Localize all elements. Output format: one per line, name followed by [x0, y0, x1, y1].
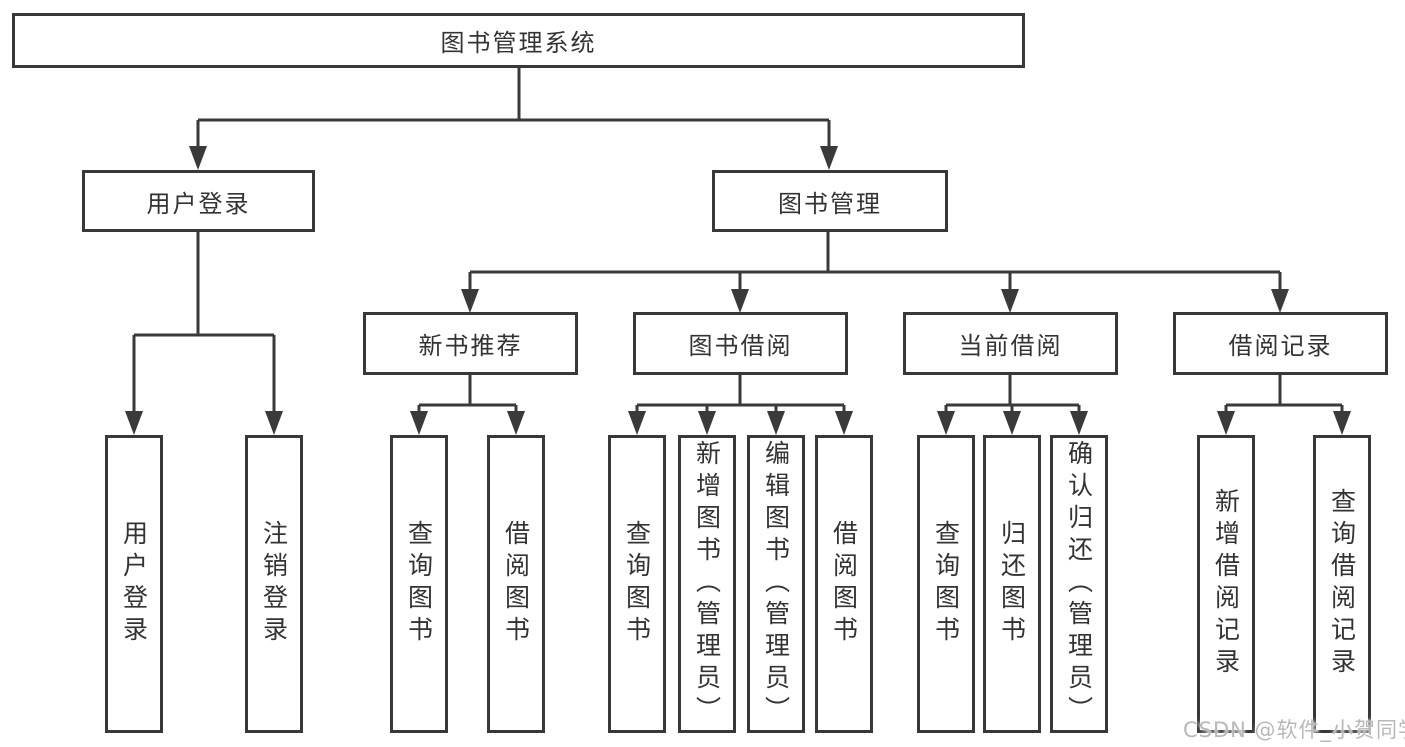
connector-user-login-to-leaves: [132, 232, 276, 415]
connector-root-to-level2: [196, 66, 831, 150]
leaf-query-books-borrow-label: 查询图书: [622, 520, 652, 648]
arrow-down-icon: [189, 146, 207, 170]
leaf-user-login: 用户登录: [105, 435, 163, 733]
leaf-add-borrow-record: 新增借阅记录: [1197, 435, 1255, 733]
node-user-login: 用户登录: [82, 170, 315, 232]
leaf-add-borrow-record-label: 新增借阅记录: [1211, 488, 1241, 680]
leaf-logout-login: 注销登录: [245, 435, 303, 733]
leaf-query-books-recommend-label: 查询图书: [404, 520, 434, 648]
leaf-logout-login-label: 注销登录: [259, 520, 289, 648]
arrow-down-icon: [937, 411, 955, 435]
node-book-borrow-label: 图书借阅: [688, 332, 793, 360]
arrow-down-icon: [507, 411, 525, 435]
leaf-borrow-books-recommend-label: 借阅图书: [501, 520, 531, 648]
leaf-edit-book-admin-label: 编辑图书（管理员）: [761, 440, 791, 728]
connector-recommend-to-leaves: [417, 375, 518, 415]
leaf-edit-book-admin: 编辑图书（管理员）: [747, 435, 805, 733]
arrow-down-icon: [1217, 411, 1235, 435]
leaf-add-book-admin: 新增图书（管理员）: [678, 435, 736, 733]
arrow-down-icon: [265, 411, 283, 435]
connector-current-to-leaves: [944, 375, 1081, 415]
node-new-book-recommend: 新书推荐: [363, 312, 578, 375]
arrow-down-icon: [1271, 289, 1289, 313]
node-current-borrow-label: 当前借阅: [958, 332, 1063, 360]
leaf-user-login-label: 用户登录: [119, 520, 149, 648]
leaf-borrow-books-recommend: 借阅图书: [487, 435, 545, 733]
connector-book-mgmt-to-level3: [468, 232, 1282, 293]
arrow-down-icon: [820, 146, 838, 170]
node-user-login-label: 用户登录: [146, 189, 251, 218]
leaf-query-books-recommend: 查询图书: [390, 435, 448, 733]
node-borrow-records: 借阅记录: [1173, 312, 1388, 375]
node-book-management-label: 图书管理: [778, 189, 882, 218]
connector-borrow-to-leaves: [635, 375, 846, 415]
leaf-confirm-return-admin: 确认归还（管理员）: [1050, 435, 1108, 733]
arrow-down-icon: [1003, 411, 1021, 435]
leaf-return-books: 归还图书: [983, 435, 1041, 733]
leaf-borrow-books-label: 借阅图书: [829, 520, 859, 648]
node-book-management: 图书管理: [712, 170, 948, 232]
leaf-confirm-return-admin-label: 确认归还（管理员）: [1064, 440, 1094, 728]
leaf-query-borrow-record-label: 查询借阅记录: [1327, 488, 1357, 680]
leaf-query-books-borrow: 查询图书: [608, 435, 666, 733]
arrow-down-icon: [698, 411, 716, 435]
connector-records-to-leaves: [1224, 375, 1344, 415]
node-root-label: 图书管理系统: [440, 29, 597, 57]
arrow-down-icon: [1333, 411, 1351, 435]
csdn-watermark: CSDN @软件_小贺同学: [1183, 718, 1405, 742]
node-book-borrow: 图书借阅: [633, 312, 848, 375]
node-borrow-records-label: 借阅记录: [1228, 332, 1333, 360]
arrow-down-icon: [125, 411, 143, 435]
leaf-add-book-admin-label: 新增图书（管理员）: [692, 440, 722, 728]
leaf-query-books-current-label: 查询图书: [931, 520, 961, 648]
arrow-down-icon: [835, 411, 853, 435]
arrow-down-icon: [410, 411, 428, 435]
arrow-down-icon: [461, 289, 479, 313]
leaf-query-borrow-record: 查询借阅记录: [1313, 435, 1371, 733]
arrow-down-icon: [1070, 411, 1088, 435]
leaf-return-books-label: 归还图书: [997, 520, 1027, 648]
arrow-down-icon: [628, 411, 646, 435]
arrow-down-icon: [1001, 289, 1019, 313]
leaf-query-books-current: 查询图书: [917, 435, 975, 733]
node-current-borrow: 当前借阅: [903, 312, 1118, 375]
arrow-down-icon: [731, 289, 749, 313]
arrow-down-icon: [767, 411, 785, 435]
leaf-borrow-books: 借阅图书: [815, 435, 873, 733]
node-root: 图书管理系统: [12, 13, 1025, 68]
node-new-book-recommend-label: 新书推荐: [418, 332, 523, 360]
